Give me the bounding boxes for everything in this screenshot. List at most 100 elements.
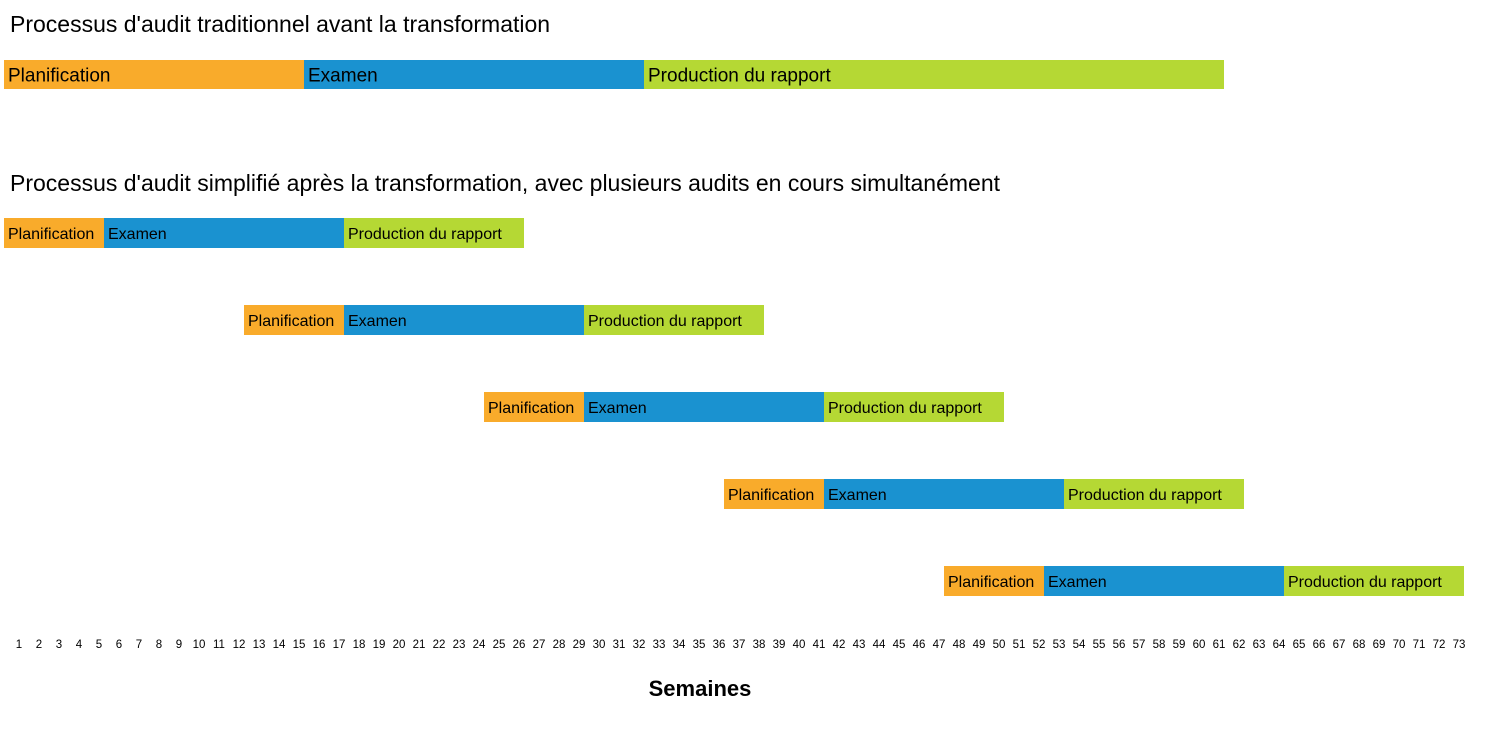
x-tick-label: 17 bbox=[333, 639, 346, 651]
x-tick-label: 63 bbox=[1253, 639, 1266, 651]
x-tick-label: 18 bbox=[353, 639, 366, 651]
x-tick-label: 5 bbox=[96, 639, 102, 651]
bar-label: Planification bbox=[8, 226, 94, 243]
x-tick-label: 26 bbox=[513, 639, 526, 651]
x-tick-label: 70 bbox=[1393, 639, 1406, 651]
bar-label: Production du rapport bbox=[1288, 574, 1442, 591]
x-tick-label: 42 bbox=[833, 639, 846, 651]
x-tick-label: 41 bbox=[813, 639, 826, 651]
x-tick-label: 45 bbox=[893, 639, 906, 651]
bar-label: Planification bbox=[728, 487, 814, 504]
bar-examen bbox=[584, 392, 824, 422]
x-tick-label: 27 bbox=[533, 639, 546, 651]
x-tick-label: 19 bbox=[373, 639, 386, 651]
x-tick-label: 56 bbox=[1113, 639, 1126, 651]
x-tick-label: 58 bbox=[1153, 639, 1166, 651]
x-tick-label: 60 bbox=[1193, 639, 1206, 651]
x-tick-label: 8 bbox=[156, 639, 162, 651]
bar-label: Examen bbox=[108, 226, 167, 243]
x-tick-label: 31 bbox=[613, 639, 626, 651]
bar-label: Examen bbox=[348, 313, 407, 330]
x-tick-label: 64 bbox=[1273, 639, 1286, 651]
bar-planification bbox=[4, 218, 104, 248]
bar-label: Production du rapport bbox=[348, 226, 502, 243]
x-tick-label: 55 bbox=[1093, 639, 1106, 651]
bar-label: Planification bbox=[948, 574, 1034, 591]
x-tick-label: 46 bbox=[913, 639, 926, 651]
x-axis-title: Semaines bbox=[648, 676, 752, 701]
x-tick-label: 59 bbox=[1173, 639, 1186, 651]
bar-label: Examen bbox=[588, 400, 647, 417]
bar-production-du-rapport bbox=[1284, 566, 1464, 596]
bar-label: Planification bbox=[8, 65, 110, 86]
bar-production-du-rapport bbox=[644, 60, 1224, 89]
bar-production-du-rapport bbox=[344, 218, 524, 248]
bar-label: Examen bbox=[308, 65, 378, 86]
x-tick-label: 69 bbox=[1373, 639, 1386, 651]
x-tick-label: 11 bbox=[213, 639, 225, 651]
bar-planification bbox=[244, 305, 344, 335]
bar-label: Planification bbox=[488, 400, 574, 417]
x-tick-label: 21 bbox=[413, 639, 426, 651]
x-tick-label: 16 bbox=[313, 639, 326, 651]
x-tick-label: 32 bbox=[633, 639, 646, 651]
x-tick-label: 38 bbox=[753, 639, 766, 651]
x-tick-label: 39 bbox=[773, 639, 786, 651]
x-tick-label: 22 bbox=[433, 639, 446, 651]
x-tick-label: 61 bbox=[1213, 639, 1226, 651]
traditional-process-title: Processus d'audit traditionnel avant la … bbox=[10, 11, 551, 37]
bar-label: Planification bbox=[248, 313, 334, 330]
x-tick-label: 54 bbox=[1073, 639, 1086, 651]
bar-label: Examen bbox=[1048, 574, 1107, 591]
x-tick-label: 23 bbox=[453, 639, 466, 651]
x-tick-label: 20 bbox=[393, 639, 406, 651]
x-tick-label: 14 bbox=[273, 639, 286, 651]
x-tick-label: 7 bbox=[136, 639, 142, 651]
x-tick-label: 12 bbox=[233, 639, 246, 651]
x-tick-label: 35 bbox=[693, 639, 706, 651]
x-tick-label: 36 bbox=[713, 639, 726, 651]
bar-planification bbox=[484, 392, 584, 422]
bar-examen bbox=[1044, 566, 1284, 596]
x-tick-label: 33 bbox=[653, 639, 666, 651]
simplified-process-title: Processus d'audit simplifié après la tra… bbox=[10, 170, 1001, 196]
x-tick-label: 57 bbox=[1133, 639, 1146, 651]
x-tick-label: 44 bbox=[873, 639, 886, 651]
x-tick-label: 49 bbox=[973, 639, 986, 651]
bar-label: Production du rapport bbox=[648, 65, 831, 86]
x-tick-label: 68 bbox=[1353, 639, 1366, 651]
bar-examen bbox=[304, 60, 644, 89]
bar-planification bbox=[724, 479, 824, 509]
x-tick-label: 10 bbox=[193, 639, 206, 651]
x-tick-label: 37 bbox=[733, 639, 746, 651]
x-tick-label: 47 bbox=[933, 639, 946, 651]
x-tick-label: 65 bbox=[1293, 639, 1306, 651]
x-tick-label: 73 bbox=[1453, 639, 1466, 651]
bar-label: Production du rapport bbox=[1068, 487, 1222, 504]
bar-production-du-rapport bbox=[824, 392, 1004, 422]
bar-planification bbox=[944, 566, 1044, 596]
bar-production-du-rapport bbox=[1064, 479, 1244, 509]
x-tick-label: 62 bbox=[1233, 639, 1246, 651]
x-tick-label: 13 bbox=[253, 639, 266, 651]
x-tick-label: 25 bbox=[493, 639, 506, 651]
x-tick-label: 6 bbox=[116, 639, 122, 651]
bar-examen bbox=[344, 305, 584, 335]
bar-label: Examen bbox=[828, 487, 887, 504]
x-tick-label: 52 bbox=[1033, 639, 1046, 651]
x-tick-label: 29 bbox=[573, 639, 586, 651]
x-tick-label: 48 bbox=[953, 639, 966, 651]
x-tick-label: 30 bbox=[593, 639, 606, 651]
x-tick-label: 50 bbox=[993, 639, 1006, 651]
bar-examen bbox=[824, 479, 1064, 509]
x-tick-label: 51 bbox=[1013, 639, 1026, 651]
x-tick-label: 1 bbox=[16, 639, 22, 651]
x-tick-label: 3 bbox=[56, 639, 62, 651]
x-tick-label: 66 bbox=[1313, 639, 1326, 651]
x-tick-label: 53 bbox=[1053, 639, 1066, 651]
x-tick-label: 34 bbox=[673, 639, 686, 651]
x-tick-label: 72 bbox=[1433, 639, 1446, 651]
bar-label: Production du rapport bbox=[588, 313, 742, 330]
x-tick-label: 43 bbox=[853, 639, 866, 651]
